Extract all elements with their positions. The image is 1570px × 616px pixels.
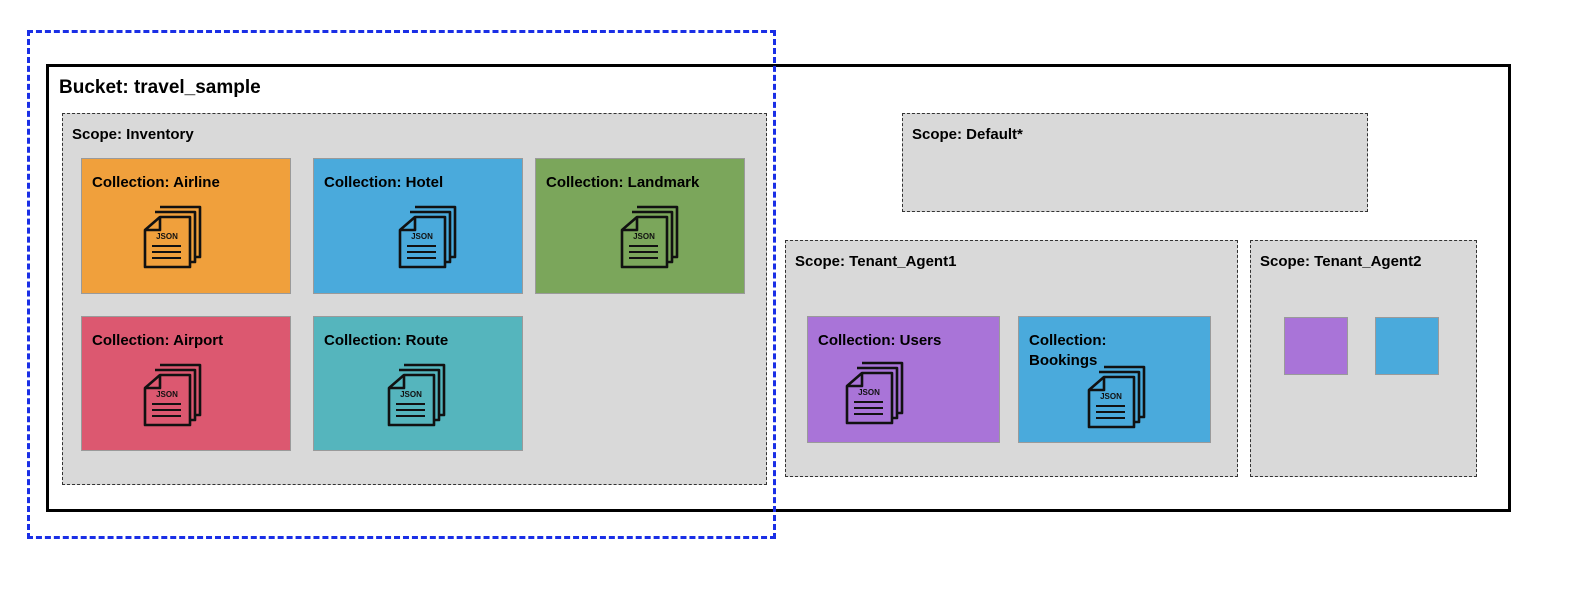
collection-title: Collection: Landmark [546, 174, 700, 191]
collection-title: Collection: Airline [92, 174, 220, 191]
collection-title: Collection: Users [818, 332, 942, 349]
collection-placeholder-purple [1284, 317, 1348, 375]
json-documents-icon: JSON [844, 361, 906, 427]
json-documents-icon: JSON [142, 363, 204, 429]
collection-airline: Collection: Airline JSON [81, 158, 291, 294]
svg-text:JSON: JSON [156, 390, 178, 399]
bucket-title: Bucket: travel_sample [59, 77, 261, 98]
collection-title: Collection: Airport [92, 332, 224, 349]
json-documents-icon: JSON [1086, 365, 1148, 431]
collection-landmark: Collection: Landmark JSON [535, 158, 745, 294]
scope-title: Scope: Tenant_Agent2 [1260, 253, 1422, 270]
collection-placeholder-blue [1375, 317, 1439, 375]
collection-title: Collection: Route [324, 332, 449, 349]
svg-text:JSON: JSON [1100, 392, 1122, 401]
scope-default: Scope: Default* [902, 113, 1368, 212]
collection-bookings: Collection: Bookings JSON [1018, 316, 1211, 443]
scope-title: Scope: Default* [912, 126, 1023, 143]
json-documents-icon: JSON [619, 205, 681, 271]
svg-text:JSON: JSON [411, 232, 433, 241]
json-documents-icon: JSON [386, 363, 448, 429]
collection-airport: Collection: Airport JSON [81, 316, 291, 451]
bucket-travel-sample: Bucket: travel_sample [46, 64, 1511, 512]
scope-title: Scope: Tenant_Agent1 [795, 253, 957, 270]
collection-title: Collection: Bookings [1029, 332, 1107, 369]
collection-route: Collection: Route JSON [313, 316, 523, 451]
collection-users: Collection: Users JSON [807, 316, 1000, 443]
svg-text:JSON: JSON [156, 232, 178, 241]
scope-title: Scope: Inventory [72, 126, 194, 143]
collection-hotel: Collection: Hotel JSON [313, 158, 523, 294]
svg-text:JSON: JSON [633, 232, 655, 241]
svg-text:JSON: JSON [858, 388, 880, 397]
json-documents-icon: JSON [397, 205, 459, 271]
svg-text:JSON: JSON [400, 390, 422, 399]
collection-title: Collection: Hotel [324, 174, 444, 191]
json-documents-icon: JSON [142, 205, 204, 271]
